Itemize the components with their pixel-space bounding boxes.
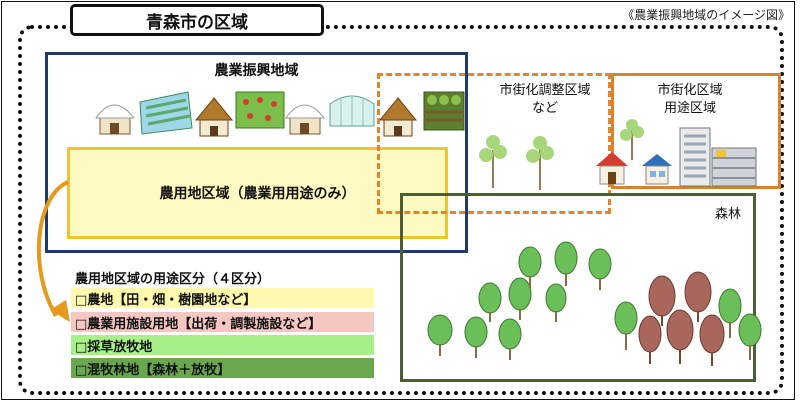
curved-arrow <box>36 180 69 318</box>
usage-item-grazing-forest: □混牧林地【森林＋放牧】 <box>71 358 374 378</box>
tree-icon <box>479 135 507 188</box>
forest-trees <box>427 241 762 350</box>
mixed-forest-trees <box>638 271 725 354</box>
usage-title: 農用地区域の用途区分（４区分） <box>75 272 271 287</box>
usage-item-pasture: □採草放牧地 <box>71 335 374 355</box>
tree-icon <box>620 119 644 160</box>
city-title: 青森市の区域 <box>70 4 324 36</box>
urbanization-control-area <box>377 73 611 214</box>
red-house-icon <box>596 152 628 185</box>
agri-promotion-area <box>45 52 468 253</box>
forest-tree-trunks <box>439 273 751 360</box>
thatched-house-icon <box>194 97 234 137</box>
tree-icon <box>526 136 554 190</box>
outer-frame <box>1 1 795 400</box>
arrow-head <box>50 300 70 322</box>
usage-item-facility: □農業用施設用地【出荷・調製施設など】 <box>71 312 374 332</box>
orchard-icon <box>235 91 285 129</box>
urbanization-control-label: 市街化調整区域 など <box>499 83 591 116</box>
city-area-boundary <box>18 25 784 395</box>
parking-building-icon <box>711 147 757 187</box>
farmland-label: 農用地区域（農業用用途のみ） <box>159 186 356 202</box>
snowy-farmhouse-icon <box>95 104 136 135</box>
greenhouse-icon <box>329 95 375 127</box>
office-building-icon <box>679 127 711 187</box>
forest-label: 森林 <box>715 207 742 222</box>
urbanization-label: 市街化区域 用途区域 <box>657 83 723 116</box>
rice-paddy-icon <box>139 91 193 135</box>
snowy-farmhouse-icon <box>285 104 326 135</box>
urbanization-area <box>611 73 781 189</box>
farmland-area: 農用地区域（農業用用途のみ） <box>67 147 448 239</box>
agri-promotion-label: 農業振興地域 <box>214 63 299 79</box>
diagram-caption: 《農業振興地域のイメージ図》 <box>622 8 790 22</box>
thatched-house-icon <box>378 97 418 137</box>
vegetable-field-icon <box>423 91 465 131</box>
mixed-forest-trunks <box>649 312 713 366</box>
usage-item-farmland: □農地【田・畑・樹園地など】 <box>71 288 374 308</box>
blue-house-icon <box>642 154 672 185</box>
forest-area <box>400 193 756 382</box>
